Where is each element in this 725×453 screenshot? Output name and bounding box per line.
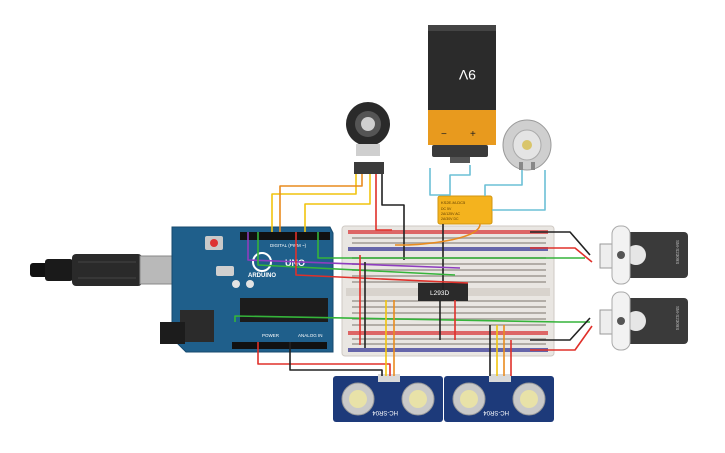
servo-bottom[interactable]: SM-S2309S xyxy=(599,291,688,351)
ultrasonic-sensor-right[interactable]: HC-SR04 xyxy=(444,374,554,422)
wire[interactable] xyxy=(271,174,357,232)
arduino-logo-icon xyxy=(252,252,272,272)
wire[interactable] xyxy=(492,170,546,211)
wires xyxy=(234,165,593,376)
rotary-potentiometer[interactable] xyxy=(346,102,390,174)
usb-cable[interactable] xyxy=(30,254,176,286)
digital-label: DIGITAL (PWM ~) xyxy=(270,243,307,248)
analog-label: ANALOG IN xyxy=(298,333,323,338)
arduino-model: UNO xyxy=(285,258,305,268)
digital-header xyxy=(240,232,330,240)
wire[interactable] xyxy=(295,232,469,284)
battery-minus: − xyxy=(441,129,447,140)
power-analog-header xyxy=(232,342,327,349)
wire[interactable] xyxy=(530,317,591,341)
wire[interactable] xyxy=(304,174,371,232)
battery-label: 9V xyxy=(458,67,476,83)
relay-spec-1: DC 5V xyxy=(441,207,452,211)
wire[interactable] xyxy=(381,174,405,260)
wire[interactable] xyxy=(247,232,461,269)
wire[interactable] xyxy=(484,170,523,196)
wire[interactable] xyxy=(289,342,383,376)
wire[interactable] xyxy=(530,231,591,256)
wire[interactable] xyxy=(279,174,363,232)
battery-plus: + xyxy=(470,129,476,140)
wire[interactable] xyxy=(395,223,481,246)
relay-module[interactable]: KS2E-M-DC5 DC 5V 2A/125V AC 2A/30V DC xyxy=(437,195,493,225)
dc-motor[interactable] xyxy=(502,119,552,171)
servo-top[interactable]: SM-S2309S xyxy=(599,225,688,285)
relay-model: KS2E-M-DC5 xyxy=(441,200,466,205)
servo-label: SM-S2309S xyxy=(675,306,680,330)
wire[interactable] xyxy=(530,247,593,263)
servo-label: SM-S2309S xyxy=(675,240,680,264)
power-jack xyxy=(160,322,185,344)
wire[interactable] xyxy=(429,165,471,196)
atmega-chip xyxy=(240,298,328,322)
relay-spec-3: 2A/30V DC xyxy=(441,217,459,221)
battery-snap xyxy=(432,145,488,157)
wire[interactable] xyxy=(234,315,590,323)
sensor-label: HC-SR04 xyxy=(483,409,509,415)
ultrasonic-sensor-left[interactable]: HC-SR04 xyxy=(333,374,443,422)
power-label: POWER xyxy=(262,333,280,338)
motor-driver-chip[interactable]: L293D xyxy=(418,283,468,301)
wire[interactable] xyxy=(530,325,593,351)
arduino-uno[interactable]: ARDUINO UNO DIGITAL (PWM ~) POWER ANALOG… xyxy=(160,226,334,353)
battery-9v[interactable]: 9V − + xyxy=(428,25,496,163)
wire[interactable] xyxy=(375,174,392,231)
wire[interactable] xyxy=(317,232,585,259)
arduino-logo-text: ARDUINO xyxy=(248,273,276,279)
relay-spec-2: 2A/125V AC xyxy=(441,212,461,216)
driver-label: L293D xyxy=(430,290,449,297)
wire[interactable] xyxy=(257,232,456,276)
sensor-label: HC-SR04 xyxy=(372,409,398,415)
wire[interactable] xyxy=(257,342,391,376)
